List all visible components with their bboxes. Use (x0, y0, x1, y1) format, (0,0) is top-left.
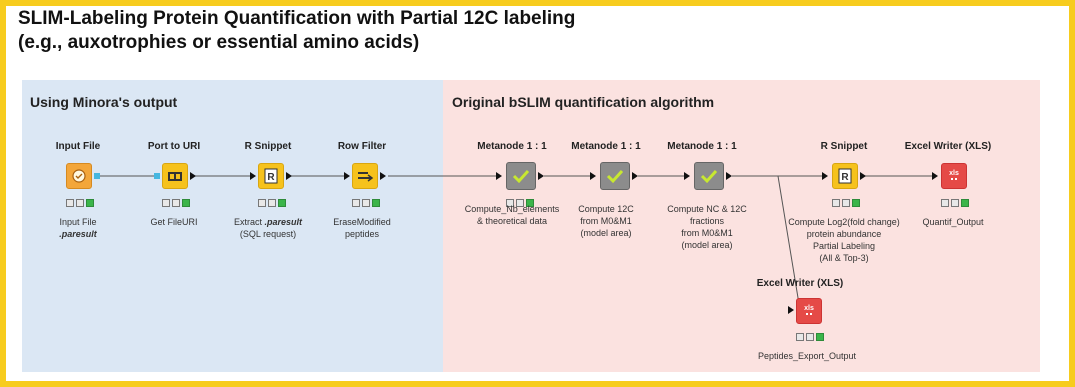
svg-text:xls: xls (804, 305, 814, 312)
input-port[interactable] (250, 172, 256, 180)
check-icon[interactable] (694, 162, 724, 190)
node-status-traffic-light (352, 199, 380, 207)
connection-wire (738, 175, 801, 311)
output-port[interactable] (726, 172, 732, 180)
node-caption: Input File .paresult (59, 217, 97, 239)
node-name: Metanode 1 : 1 (667, 141, 737, 152)
node-status-traffic-light (796, 333, 824, 341)
node-metanode-12c[interactable]: Metanode 1 : 1 (526, 141, 686, 152)
node-row-filter[interactable]: Row Filter (282, 141, 442, 152)
node-excel-writer-quantif[interactable]: Excel Writer (XLS) (868, 141, 1028, 152)
input-port[interactable] (590, 172, 596, 180)
node-name: Metanode 1 : 1 (571, 141, 641, 152)
node-status-traffic-light (162, 199, 190, 207)
node-caption: EraseModified peptides (333, 217, 391, 239)
r-icon[interactable]: R (832, 163, 858, 189)
workflow-subtitle: (e.g., auxotrophies or essential amino a… (18, 32, 420, 53)
node-caption: Extract .paresult (SQL request) (233, 217, 303, 239)
file-reader-icon[interactable] (66, 163, 92, 189)
port-uri-icon[interactable] (162, 163, 188, 189)
node-r-snippet-log2[interactable]: R Snippet (764, 141, 924, 152)
svg-text:R: R (841, 172, 849, 183)
node-name: Excel Writer (XLS) (904, 141, 992, 152)
check-icon[interactable] (506, 162, 536, 190)
node-name: R Snippet (820, 141, 868, 152)
panel-heading-bslim: Original bSLIM quantification algorithm (452, 94, 715, 110)
input-port[interactable] (154, 173, 160, 179)
input-port[interactable] (788, 306, 794, 314)
output-port[interactable] (190, 172, 196, 180)
node-name: Metanode 1 : 1 (477, 141, 547, 152)
node-name: R Snippet (244, 141, 292, 152)
input-port[interactable] (932, 172, 938, 180)
input-port[interactable] (496, 172, 502, 180)
output-port[interactable] (286, 172, 292, 180)
node-caption: Compute_Nb_elements & theoretical data (464, 204, 560, 226)
node-caption: Compute NC & 12C fractions from M0&M1 (m… (667, 204, 747, 250)
input-port[interactable] (684, 172, 690, 180)
node-name: Input File (55, 141, 101, 152)
input-port[interactable] (822, 172, 828, 180)
output-port[interactable] (538, 172, 544, 180)
node-status-traffic-light (258, 199, 286, 207)
node-port-to-uri[interactable]: Port to URI (94, 141, 254, 152)
node-caption: Peptides_Export_Output (757, 351, 857, 361)
node-caption: Get FileURI (150, 217, 198, 227)
node-caption: Compute 12C from M0&M1 (model area) (578, 204, 634, 238)
excel-writer-icon[interactable]: xls (941, 163, 967, 189)
annotation-bslim-panel (443, 80, 1040, 372)
r-icon[interactable]: R (258, 163, 284, 189)
node-metanode-nb-elements[interactable]: Metanode 1 : 1 (432, 141, 592, 152)
node-caption: Quantif_Output (922, 217, 984, 227)
svg-text:xls: xls (949, 170, 959, 177)
node-status-traffic-light (66, 199, 94, 207)
output-port[interactable] (632, 172, 638, 180)
node-status-traffic-light (506, 199, 534, 207)
annotation-minora-panel (22, 80, 443, 372)
node-status-traffic-light (941, 199, 969, 207)
output-port[interactable] (380, 172, 386, 180)
node-metanode-nc-12c[interactable]: Metanode 1 : 1 (622, 141, 782, 152)
filter-icon[interactable] (352, 163, 378, 189)
input-port[interactable] (344, 172, 350, 180)
panel-heading-minora: Using Minora's output (30, 94, 178, 110)
output-port[interactable] (94, 173, 100, 179)
node-r-snippet-extract[interactable]: R Snippet (188, 141, 348, 152)
svg-text:R: R (267, 172, 275, 183)
node-excel-writer-peptides[interactable]: Excel Writer (XLS) (720, 278, 880, 289)
node-status-traffic-light (832, 199, 860, 207)
excel-writer-icon[interactable]: xls (796, 298, 822, 324)
node-name: Row Filter (337, 141, 387, 152)
workflow-title: SLIM-Labeling Protein Quantification wit… (18, 8, 576, 29)
node-name: Excel Writer (XLS) (756, 278, 844, 289)
node-name: Port to URI (147, 141, 201, 152)
node-caption: Compute Log2(fold change) protein abunda… (788, 217, 900, 263)
node-input-file[interactable]: Input File (0, 141, 158, 152)
output-port[interactable] (860, 172, 866, 180)
check-icon[interactable] (600, 162, 630, 190)
